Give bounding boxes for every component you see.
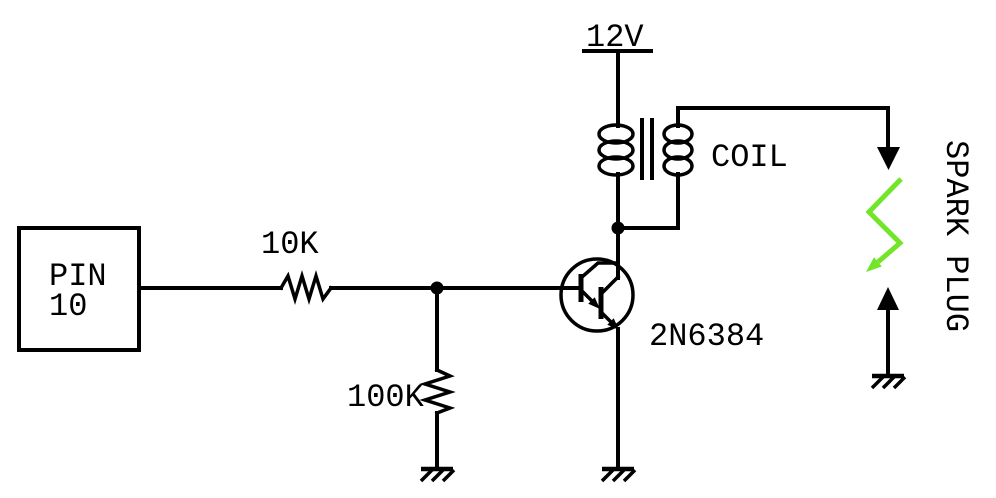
- ignition-coil: COIL: [597, 106, 890, 230]
- transistor-emitter-2-lead: [599, 310, 614, 325]
- resistor-10k: 10K: [261, 226, 334, 306]
- coil-primary-loop-1: [597, 123, 635, 145]
- wire-secondary-to-spark: [676, 106, 890, 152]
- resistor-10k-zigzag: [278, 269, 334, 306]
- transistor-body-circle: [559, 257, 635, 333]
- pin-10-box: PIN 10: [17, 226, 141, 352]
- spark-plug-label: SPARK PLUG: [937, 140, 974, 332]
- resistor-100k-zigzag: [419, 367, 456, 416]
- spark-bolt-arrowhead: [866, 257, 882, 272]
- spark-bolt-icon: [865, 177, 904, 264]
- ground-symbol-spark-plug: [872, 376, 905, 388]
- transistor-collector-1-lead: [579, 261, 620, 280]
- supply-12v: 12V: [582, 19, 653, 128]
- resistor-100k: 100K: [347, 286, 456, 470]
- resistor-100k-label: 100K: [347, 379, 425, 416]
- spark-bottom-arrowhead: [877, 287, 899, 310]
- transistor-collector-2-lead: [599, 274, 621, 296]
- spark-plug: SPARK PLUG: [865, 140, 974, 377]
- pin-box-label-line2: 10: [49, 288, 87, 325]
- transistor-emitter-1-arrowhead: [588, 297, 600, 309]
- coil-primary-loop-2: [597, 139, 635, 161]
- coil-secondary-loop-2: [662, 139, 694, 161]
- ground-symbol-emitter: [602, 469, 635, 481]
- ground-symbol-100k: [421, 469, 454, 481]
- coil-label: COIL: [711, 139, 788, 176]
- pin-box-label-line1: PIN: [49, 258, 107, 295]
- transistor-label: 2N6384: [649, 318, 764, 355]
- wire-secondary-to-node: [616, 172, 680, 230]
- transistor-2n6384: 2N6384: [559, 226, 764, 470]
- transistor-emitter-1-lead: [580, 289, 595, 304]
- spark-top-arrowhead: [877, 147, 900, 170]
- resistor-10k-label: 10K: [261, 226, 319, 263]
